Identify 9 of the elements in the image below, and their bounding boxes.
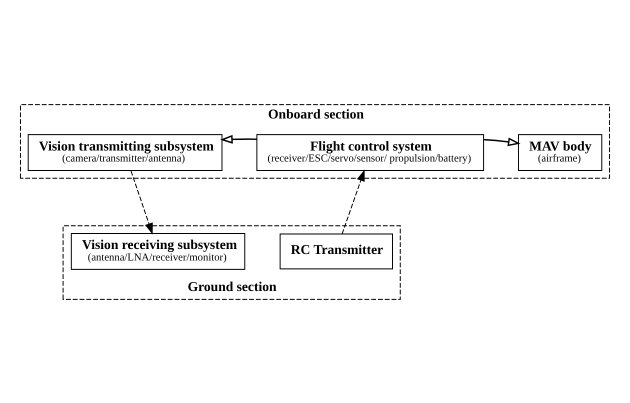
- arrow: [484, 137, 521, 146]
- node-box: RC Transmitter: [280, 232, 393, 269]
- arrow: [342, 169, 365, 234]
- arrow: [220, 134, 257, 144]
- node-box: Vision receiving subsystem (antenna/LNA/receiver/monitor): [70, 232, 246, 270]
- node-box: Flight control system (receiver/ESC/servo/sensor/ propulsion/battery): [256, 134, 484, 170]
- node-box: MAV body (airframe): [518, 134, 602, 170]
- node-box: Vision transmitting subsystem (camera/transmitter/antenna): [28, 134, 222, 170]
- arrow: [130, 170, 153, 234]
